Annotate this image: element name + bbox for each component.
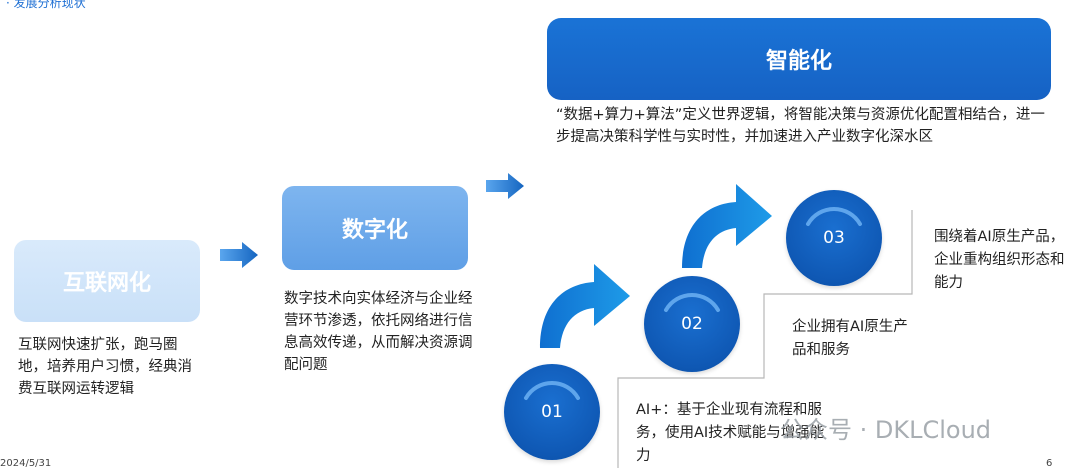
step-circle-02: 02	[644, 276, 740, 372]
step-caption-02: 企业拥有AI原生产品和服务	[792, 319, 908, 358]
circle-arc-decoration	[806, 206, 862, 226]
curved-arrow-icon	[540, 264, 630, 348]
arrow-right-icon	[220, 242, 258, 268]
step-circle-03: 03	[786, 190, 882, 286]
page-number: 6	[1046, 458, 1053, 469]
stage-smart-box: 智能化	[547, 18, 1051, 100]
circle-arc-decoration	[664, 292, 720, 312]
watermark: 公众号 · DKLCloud	[780, 416, 992, 444]
step-number: 02	[681, 314, 703, 334]
footer-date: 2024/5/31	[0, 458, 52, 469]
step-number: 01	[541, 402, 563, 422]
stage-internet-box: 互联网化	[14, 240, 200, 322]
circle-arc-decoration	[524, 380, 580, 400]
stage-digital-desc: 数字技术向实体经济与企业经营环节渗透，依托网络进行信息高效传递，从而解决资源调配…	[284, 291, 473, 373]
step-caption-01: AI+：基于企业现有流程和服务，使用AI技术赋能与增强能力	[636, 402, 825, 464]
arrow-right-icon	[486, 173, 524, 199]
step-number: 03	[823, 228, 845, 248]
curved-arrow-icon	[682, 184, 772, 268]
staircase-lines	[617, 210, 913, 468]
section-header-cut: · 发展分析现状	[6, 0, 86, 10]
stage-smart-desc: “数据+算力+算法”定义世界逻辑，将智能决策与资源优化配置相结合，进一步提高决策…	[556, 107, 1045, 145]
stage-internet-desc: 互联网快速扩张，跑马圈地，培养用户习惯，经典消费互联网运转逻辑	[18, 337, 192, 397]
step-circle-01: 01	[504, 364, 600, 460]
stage-digital-box: 数字化	[282, 186, 468, 270]
step-caption-03: 围绕着AI原生产品，企业重构组织形态和能力	[934, 229, 1065, 291]
